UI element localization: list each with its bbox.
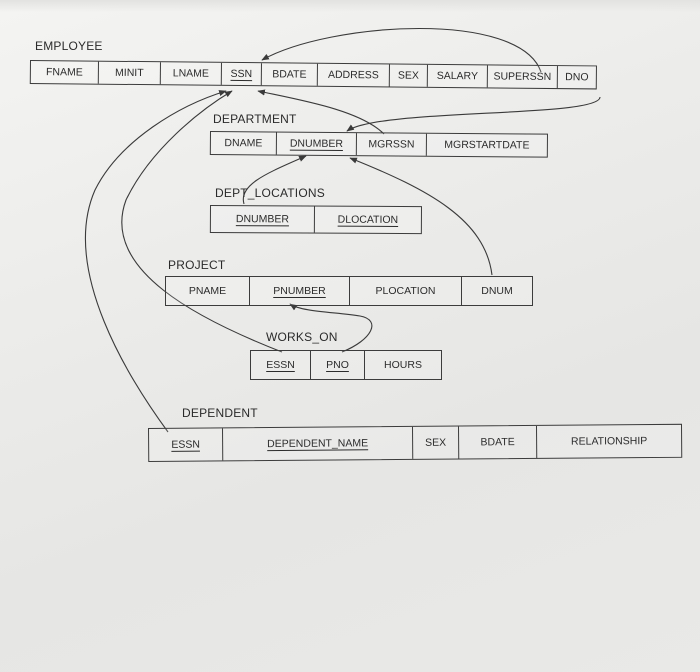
department-col-mgrssn: MGRSSN <box>356 133 427 156</box>
department-table-name: DEPARTMENT <box>213 112 297 126</box>
project-col-pnumber: PNUMBER <box>250 277 350 305</box>
department-col-mgrstartdate: MGRSTARTDATE <box>444 138 530 152</box>
arrow-deptloc-to-dnumber <box>242 155 307 205</box>
works-on-table-name: WORKS_ON <box>266 330 338 344</box>
project-col-plocation: PLOCATION <box>350 277 462 305</box>
works-on-col-pno: PNO <box>311 351 365 379</box>
arrow-mgrssn-to-ssn <box>257 89 385 135</box>
dependent-col-essn: ESSN <box>149 428 224 461</box>
project-col-dnum: DNUM <box>481 285 513 297</box>
project-table-name: PROJECT <box>168 258 226 272</box>
employee-col-ssn: SSN <box>221 62 262 86</box>
employee-col-fname: FNAME <box>30 61 99 84</box>
works-on-table: ESSN PNO HOURS <box>250 350 442 380</box>
arrow-pno-to-pnumber <box>289 303 373 353</box>
dependent-col-bdate: BDATE <box>458 425 538 459</box>
employee-col-dno: DNO <box>565 71 589 84</box>
employee-col-bdate: BDATE <box>261 63 318 86</box>
arrow-dnum-to-dnumber <box>349 157 493 276</box>
dependent-table-name: DEPENDENT <box>182 406 258 420</box>
employee-col-minit: MINIT <box>98 61 161 85</box>
works-on-col-essn: ESSN <box>251 351 311 379</box>
dept-locations-col-dnumber: DNUMBER <box>210 206 315 233</box>
arrow-dno-to-dnumber <box>346 96 601 132</box>
project-col-pname: PNAME <box>166 277 250 305</box>
dependent-col-relationship: RELATIONSHIP <box>570 435 648 448</box>
dependent-col-sex: SEX <box>412 426 460 459</box>
employee-table-name: EMPLOYEE <box>35 39 103 53</box>
employee-col-address: ADDRESS <box>317 63 390 87</box>
employee-col-sex: SEX <box>389 64 428 87</box>
employee-col-superssn: SUPERSSN <box>487 65 558 89</box>
works-on-col-hours: HOURS <box>384 359 422 371</box>
employee-col-salary: SALARY <box>427 64 488 88</box>
department-col-dname: DNAME <box>210 132 277 155</box>
department-col-dnumber: DNUMBER <box>276 132 357 156</box>
dept-locations-table-name: DEPT_LOCATIONS <box>215 186 325 200</box>
arrow-workson-essn-to-ssn <box>121 90 283 353</box>
project-table: PNAME PNUMBER PLOCATION DNUM <box>165 276 533 306</box>
department-table: DNAME DNUMBER MGRSSN MGRSTARTDATE <box>209 131 548 158</box>
dependent-table: ESSN DEPENDENT_NAME SEX BDATE RELATIONSH… <box>148 423 683 462</box>
paper-edge <box>0 0 700 12</box>
employee-col-lname: LNAME <box>160 62 222 85</box>
arrow-dependent-essn-to-ssn <box>84 90 227 433</box>
arrow-superssn-to-ssn <box>261 28 542 73</box>
dept-locations-table: DNUMBER DLOCATION <box>209 205 422 235</box>
dependent-col-dependent-name: DEPENDENT_NAME <box>223 426 414 461</box>
dept-locations-col-dlocation: DLOCATION <box>337 213 399 226</box>
